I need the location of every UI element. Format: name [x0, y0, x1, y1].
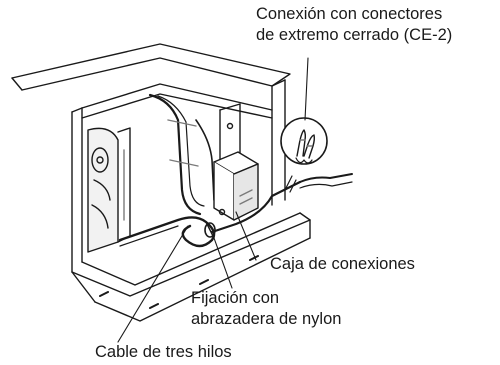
label-connection-line1: Conexión con conectores: [256, 5, 443, 23]
junction-box: [213, 151, 259, 221]
label-cable: Cable de tres hilos: [95, 343, 232, 361]
three-wire-cable: [118, 173, 353, 248]
label-clamp: Fijación con abrazadera de nylon: [191, 288, 341, 330]
leader-cable: [117, 225, 189, 343]
unit-housing: [11, 43, 311, 322]
label-clamp-line1: Fijación con: [191, 289, 280, 307]
leader-connection: [304, 57, 309, 121]
fan-coil: [87, 127, 131, 253]
piping: [148, 93, 215, 216]
label-junction-box: Caja de conexiones: [270, 255, 415, 273]
leader-clamp: [213, 237, 233, 289]
leader-lines: [117, 57, 309, 343]
leader-junction-box: [235, 211, 257, 261]
label-connection: Conexión con conectores de extremo cerra…: [256, 4, 452, 46]
label-clamp-line2: abrazadera de nylon: [191, 310, 342, 328]
label-connection-line2: de extremo cerrado (CE-2): [256, 26, 453, 44]
connector-detail-circle: [280, 117, 328, 165]
nylon-clamp: [204, 221, 216, 239]
